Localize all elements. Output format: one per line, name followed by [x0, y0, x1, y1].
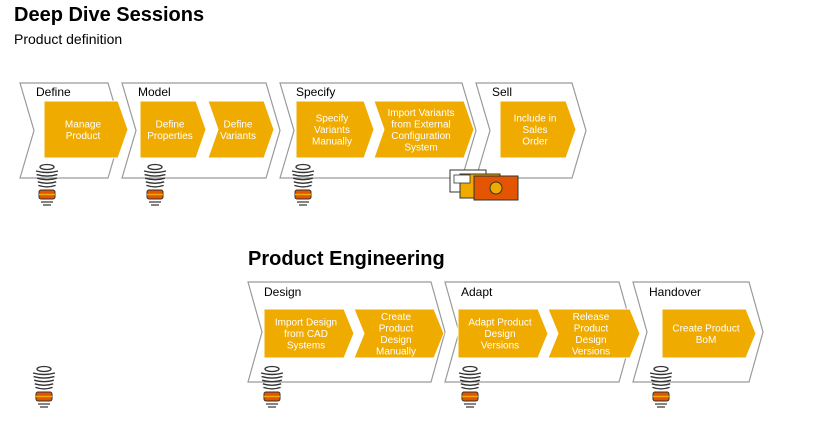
step-shape — [547, 308, 641, 359]
step-shape — [139, 100, 207, 159]
phase-label: Define — [36, 85, 71, 99]
step-shape — [43, 100, 129, 159]
lightbulb-icon — [649, 365, 673, 408]
phase-label: Handover — [649, 285, 701, 299]
step-shape — [207, 100, 275, 159]
money-bills-icon — [449, 169, 519, 201]
step-shape — [661, 308, 757, 359]
lightbulb-icon — [35, 163, 59, 206]
main-subtitle: Product definition — [14, 31, 123, 47]
phase-label: Model — [138, 85, 171, 99]
phase-label: Adapt — [461, 285, 493, 299]
step-shape — [263, 308, 355, 359]
step-shape — [373, 100, 475, 159]
step-shape — [499, 100, 577, 159]
step-shape — [295, 100, 375, 159]
lightbulb-icon — [32, 365, 56, 408]
main-title: Deep Dive Sessions — [14, 4, 205, 26]
phase-label: Sell — [492, 85, 512, 99]
phase-label: Design — [264, 285, 301, 299]
lightbulb-icon — [291, 163, 315, 206]
product-engineering-title: Product Engineering — [248, 248, 445, 270]
step-shape — [353, 308, 445, 359]
lightbulb-icon — [260, 365, 284, 408]
lightbulb-icon — [143, 163, 167, 206]
lightbulb-icon — [458, 365, 482, 408]
step-shape — [457, 308, 549, 359]
phase-label: Specify — [296, 85, 335, 99]
